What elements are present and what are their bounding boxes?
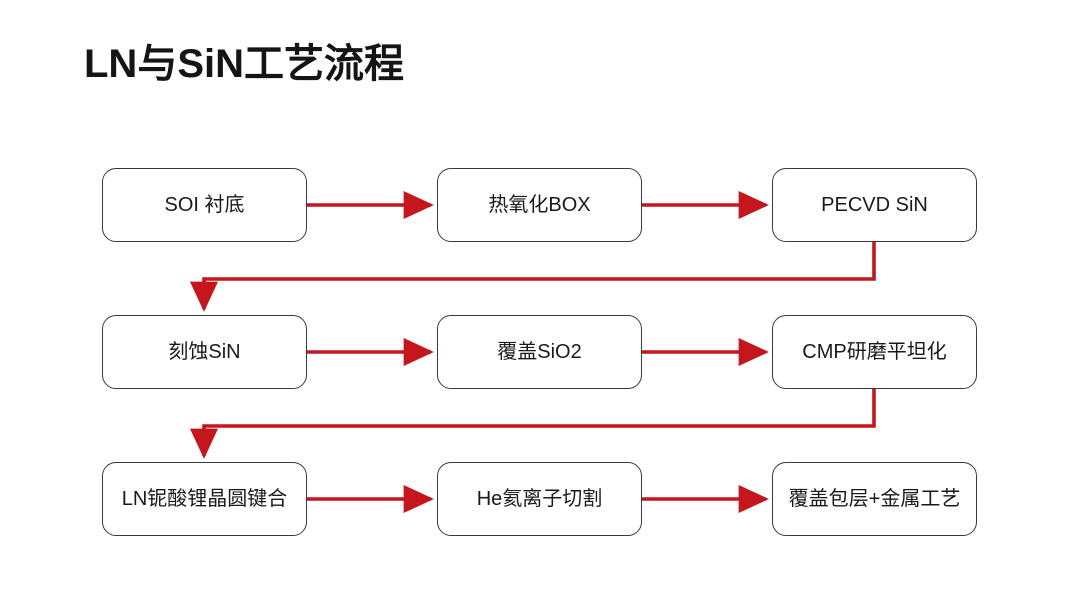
- flow-node-n2[interactable]: 热氧化BOX: [437, 168, 642, 242]
- flow-node-label: CMP研磨平坦化: [802, 340, 947, 363]
- flow-node-n3[interactable]: PECVD SiN: [772, 168, 977, 242]
- flow-node-label: SOI 衬底: [164, 193, 245, 216]
- flow-node-label: 覆盖包层+金属工艺: [788, 487, 961, 510]
- flow-node-label: 热氧化BOX: [488, 193, 591, 216]
- flow-node-n8[interactable]: He氦离子切割: [437, 462, 642, 536]
- flow-node-n1[interactable]: SOI 衬底: [102, 168, 307, 242]
- connector-e6: [189, 389, 876, 459]
- flow-node-label: He氦离子切割: [476, 487, 603, 510]
- page-title: LN与SiN工艺流程: [84, 42, 404, 86]
- flow-node-label: LN铌酸锂晶圆键合: [121, 487, 288, 510]
- flow-node-label: PECVD SiN: [821, 193, 928, 216]
- flow-node-n4[interactable]: 刻蚀SiN: [102, 315, 307, 389]
- flow-node-n7[interactable]: LN铌酸锂晶圆键合: [102, 462, 307, 536]
- flow-node-n6[interactable]: CMP研磨平坦化: [772, 315, 977, 389]
- flow-node-label: 覆盖SiO2: [497, 340, 582, 363]
- connector-e3: [189, 242, 876, 312]
- flow-node-n9[interactable]: 覆盖包层+金属工艺: [772, 462, 977, 536]
- flow-node-n5[interactable]: 覆盖SiO2: [437, 315, 642, 389]
- flow-node-label: 刻蚀SiN: [168, 340, 241, 363]
